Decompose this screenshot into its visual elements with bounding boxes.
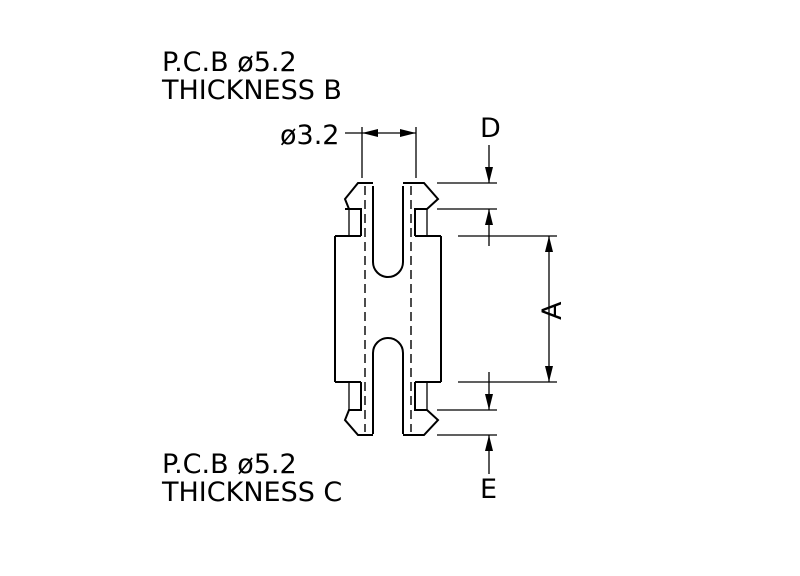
slot-diameter-label: ø3.2 (280, 120, 339, 151)
top-tip-label: D (480, 113, 501, 144)
body-length-label: A (537, 301, 568, 320)
body-length-dimension: A (458, 235, 568, 383)
bottom-tip-dimension: E (437, 372, 497, 505)
bottom-pcb-note: P.C.B ø5.2 (162, 449, 297, 480)
top-thickness-note: THICKNESS B (161, 75, 342, 106)
bottom-thickness-note: THICKNESS C (161, 477, 342, 508)
spacer-body (334, 182, 442, 436)
slot-diameter-dimension: ø3.2 (280, 120, 417, 178)
top-pcb-note: P.C.B ø5.2 (162, 47, 297, 78)
bottom-tip-label: E (480, 474, 497, 505)
top-tip-dimension: D (437, 113, 501, 246)
